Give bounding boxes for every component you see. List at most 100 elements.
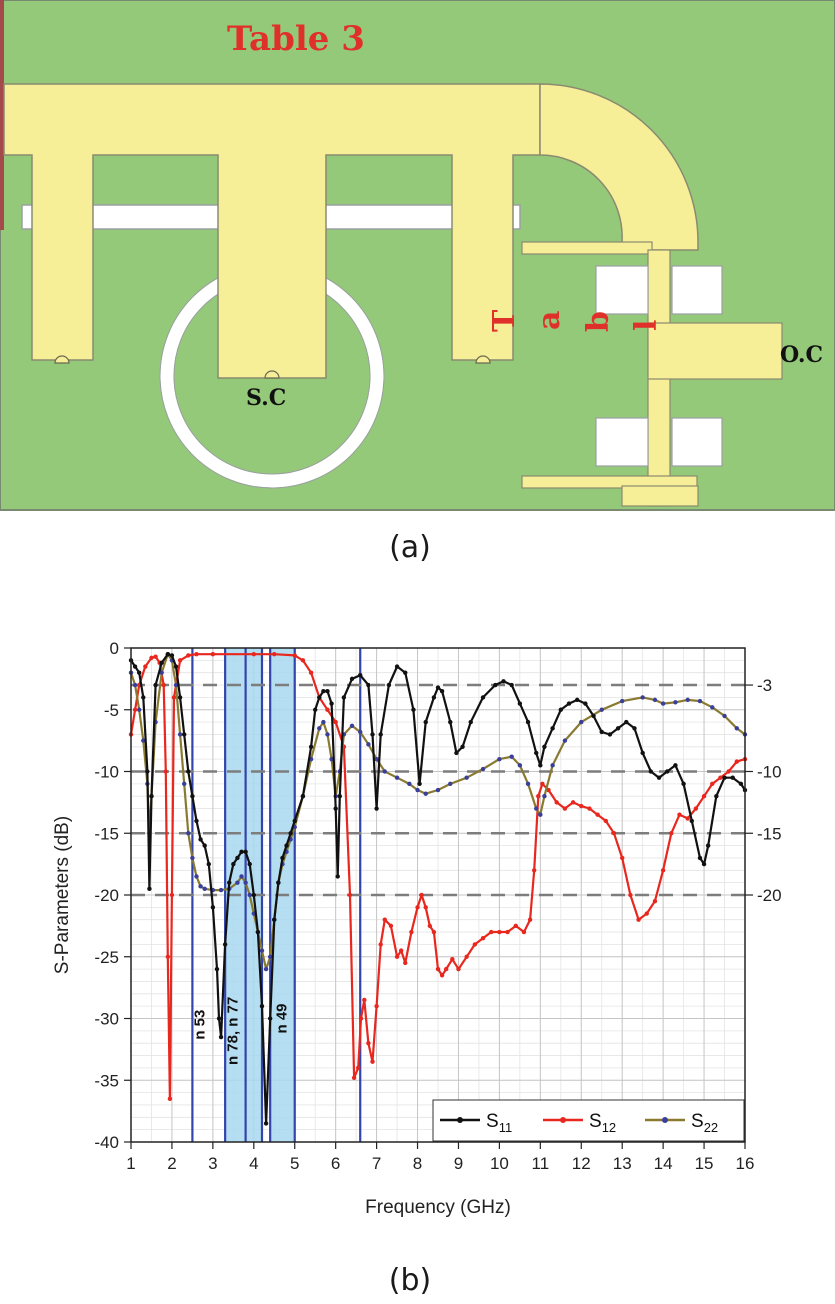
series-point-s12 [161,682,166,688]
series-point-s12 [540,781,545,787]
series-point-s12 [579,803,584,809]
x-tick-label: 5 [290,1154,299,1173]
square-slot [671,417,723,467]
x-axis-label: Frequency (GHz) [365,1197,511,1218]
series-point-s11 [194,818,199,824]
series-point-s12 [693,806,699,811]
series-point-s12 [611,831,617,836]
reference-line-labels: -3-10-15-20 [745,676,782,905]
series-point-s22 [407,781,412,787]
legend-marker-s12 [560,1117,566,1123]
top-feed-line [3,83,541,379]
series-point-s22 [267,954,273,959]
legend-marker-s11 [457,1117,463,1123]
y-tick-label: -10 [94,763,119,782]
series-point-s22 [366,742,371,747]
series-point-s22 [534,806,539,811]
series-point-s12 [194,651,199,657]
series-point-s12 [620,855,625,861]
series-point-s11 [136,670,142,675]
series-point-s12 [272,651,277,657]
series-point-s11 [300,794,306,799]
vertical-letter: l [629,320,664,331]
series-point-s11 [358,672,363,678]
series-point-s11 [673,763,678,768]
series-point-s12 [165,954,171,959]
series-point-s11 [550,726,555,731]
series-point-s22 [194,874,199,879]
series-point-s11 [468,719,473,725]
x-tick-label: 12 [572,1154,591,1173]
series-point-s11 [333,806,338,811]
series-point-s22 [374,756,379,762]
series-point-s22 [321,719,326,725]
series-point-s22 [136,707,142,712]
series-point-s11 [370,732,375,737]
y-tick-label: -35 [94,1071,119,1090]
vertical-letter: b [581,311,616,332]
series-point-s22 [202,886,207,892]
series-point-s11 [239,849,244,854]
square-slot [671,265,723,315]
series-point-s11 [202,843,207,848]
series-point-s11 [394,664,400,669]
series-point-s22 [177,732,183,737]
y-tick-label: -5 [104,701,119,720]
series-point-s11 [538,763,543,768]
series-point-s11 [525,719,531,725]
series-point-s11 [216,1016,222,1021]
series-point-s11 [697,855,703,861]
series-point-s11 [705,843,711,848]
figure-a-title: Table 3 [227,19,365,59]
series-point-s22 [660,701,666,706]
series-point-s11 [714,794,719,799]
series-point-s11 [632,726,637,731]
series-point-s22 [243,880,248,885]
series-point-s22 [497,756,502,762]
series-point-s11 [165,651,171,657]
upper-thin-strip [521,241,653,255]
series-point-s12 [726,769,731,774]
series-point-s12 [472,942,478,947]
series-point-s11 [147,886,152,892]
square-slot [595,417,649,467]
series-point-s11 [190,794,195,799]
series-point-s12 [652,898,658,904]
reference-line-label: -3 [757,676,772,695]
series-point-s12 [439,973,445,978]
series-point-s11 [501,679,506,684]
series-point-s12 [370,1059,375,1064]
series-point-s11 [149,794,154,799]
series-point-s11 [624,719,629,725]
sc-label: S.C [246,385,286,411]
series-point-s12 [531,868,537,873]
series-point-s12 [153,654,158,659]
series-point-s12 [669,831,674,836]
series-point-s11 [308,744,314,749]
series-point-s11 [267,1016,273,1021]
vertical-letter: T [487,309,522,332]
series-point-s11 [313,707,318,712]
series-point-s11 [272,917,277,922]
series-point-s11 [374,806,379,811]
x-tick-label: 3 [208,1154,217,1173]
series-point-s11 [341,695,347,700]
series-point-s12 [333,719,338,725]
series-point-s12 [710,781,715,787]
series-point-s22 [349,723,355,729]
series-point-s11 [173,664,179,669]
series-point-s12 [419,892,424,898]
series-point-s11 [417,781,422,787]
series-point-s12 [300,658,306,663]
series-point-s11 [454,750,459,756]
series-point-s12 [456,966,461,972]
series-point-s11 [480,695,486,700]
series-point-s12 [378,942,383,947]
reference-line-label: -10 [757,763,782,782]
series-point-s12 [521,929,527,935]
series-point-s22 [685,697,690,703]
series-point-s22 [673,700,678,705]
caption-b: (b) [389,1263,431,1298]
y-tick-label: -40 [94,1133,119,1152]
series-point-s22 [525,781,531,787]
